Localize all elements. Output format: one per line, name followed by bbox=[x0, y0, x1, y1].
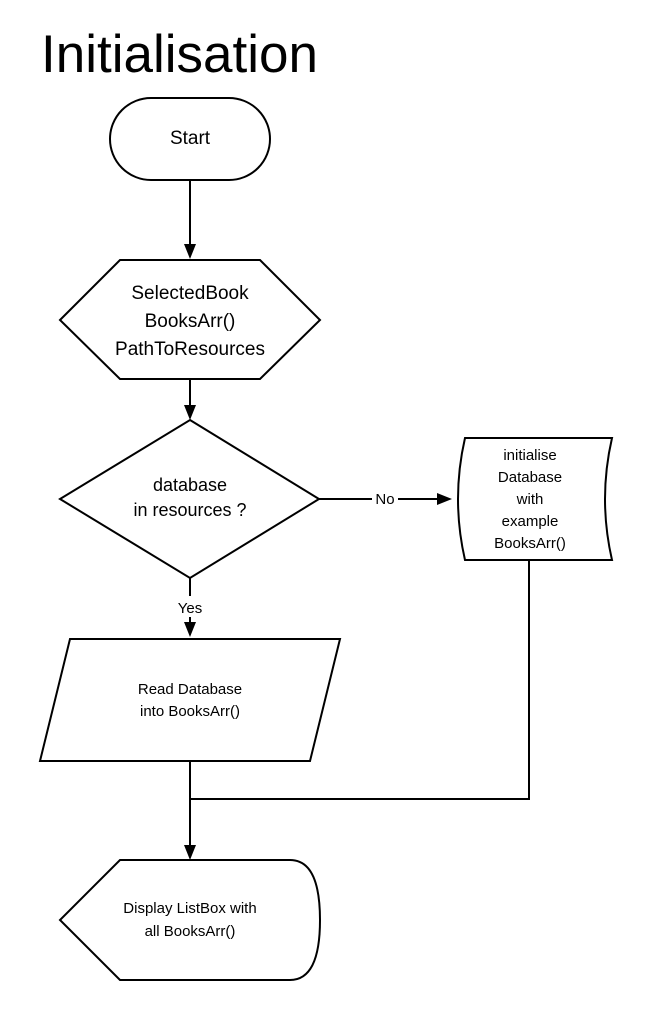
read-database-io: Read Database into BooksArr() bbox=[38, 638, 342, 762]
read-line-2: into BooksArr() bbox=[140, 703, 240, 720]
page-title: Initialisation bbox=[41, 25, 318, 84]
variables-line-2: BooksArr() bbox=[145, 311, 236, 332]
display-line-2: all BooksArr() bbox=[145, 923, 236, 940]
start-terminator: Start bbox=[109, 97, 271, 181]
init-line-3: with bbox=[516, 491, 544, 508]
start-label: Start bbox=[170, 128, 211, 149]
display-listbox: Display ListBox with all BooksArr() bbox=[58, 859, 322, 981]
init-line-2: Database bbox=[498, 469, 562, 486]
connector-init-to-merge bbox=[190, 560, 530, 800]
init-line-4: example bbox=[502, 513, 559, 530]
init-line-1: initialise bbox=[503, 447, 556, 464]
variables-line-1: SelectedBook bbox=[131, 283, 249, 304]
init-database-stored-data: initialise Database with example BooksAr… bbox=[457, 437, 614, 561]
connector-decision-no bbox=[319, 493, 452, 505]
variables-preparation: SelectedBook BooksArr() PathToResources bbox=[58, 259, 322, 380]
connector-start-to-variables bbox=[184, 180, 196, 259]
edge-label-no: No bbox=[375, 491, 394, 508]
decision-line-1: database bbox=[153, 475, 227, 495]
connector-read-to-display bbox=[184, 762, 196, 860]
display-line-1: Display ListBox with bbox=[123, 900, 256, 917]
variables-line-3: PathToResources bbox=[115, 339, 265, 360]
edge-label-yes: Yes bbox=[178, 600, 202, 617]
read-line-1: Read Database bbox=[138, 681, 242, 698]
database-decision: database in resources ? bbox=[58, 418, 321, 580]
connector-variables-to-decision bbox=[184, 379, 196, 420]
decision-line-2: in resources ? bbox=[133, 500, 246, 520]
connector-decision-yes bbox=[184, 578, 196, 637]
init-line-5: BooksArr() bbox=[494, 535, 566, 552]
